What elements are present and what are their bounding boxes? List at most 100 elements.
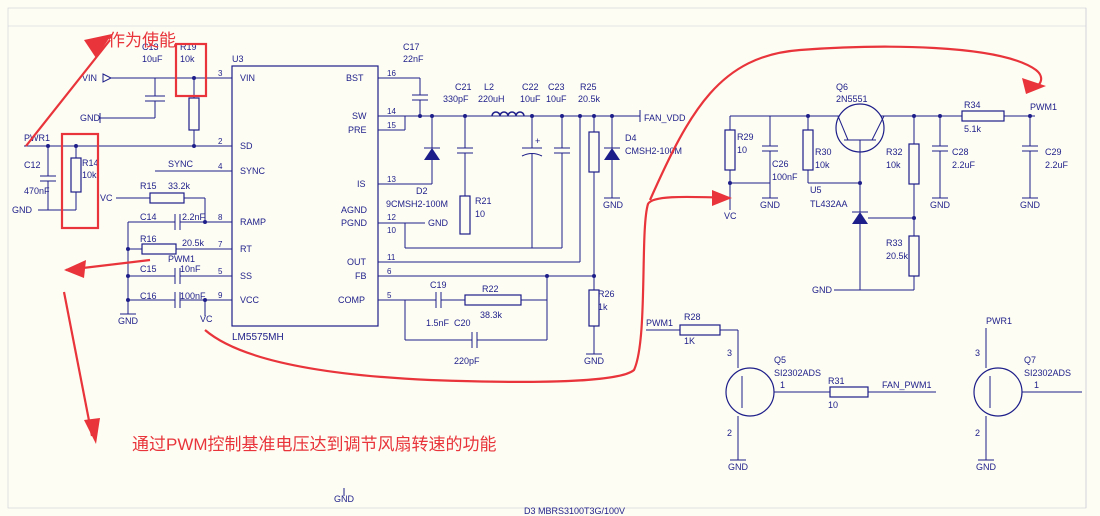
r16-val: 20.5k	[182, 238, 205, 248]
pin-num: 3	[975, 348, 980, 358]
r32-val: 10k	[886, 160, 901, 170]
pin-pre: PRE	[348, 125, 367, 135]
net-pwm1: PWM1	[168, 254, 195, 264]
net-pwr1: PWR1	[24, 133, 50, 143]
d3-partial-label: D3 MBRS3100T3G/100V	[524, 506, 625, 516]
ic-ref: U3	[232, 54, 244, 64]
pin-is: IS	[357, 179, 366, 189]
c29-val: 2.2uF	[1045, 160, 1069, 170]
power-stage: C17 22nF D2 9CMSH2-100M C21 330pF R21 10	[386, 42, 686, 366]
q6-val: 2N5551	[836, 94, 868, 104]
net-pwm1: PWM1	[646, 318, 673, 328]
r14-val: 10k	[82, 170, 97, 180]
pin-sw: SW	[352, 111, 367, 121]
pin-num: 1	[1034, 380, 1039, 390]
net-vc: VC	[200, 314, 213, 324]
q7-ref: Q7	[1024, 355, 1036, 365]
r29-val: 10	[737, 145, 747, 155]
l2-ref: L2	[484, 82, 494, 92]
r28-val: 1K	[684, 336, 695, 346]
pin-vcc: VCC	[240, 295, 260, 305]
pin-num: 12	[387, 213, 396, 222]
pin-num: 15	[387, 121, 396, 130]
c13-ref: C13	[142, 42, 159, 52]
c21-ref: C21	[455, 82, 472, 92]
r26-val: 1k	[598, 302, 608, 312]
r25-ref: R25	[580, 82, 597, 92]
c19-val: 1.5nF	[426, 318, 450, 328]
sheet-grid	[7, 7, 1087, 509]
pin-rt: RT	[240, 244, 252, 254]
r15-val: 33.2k	[168, 181, 191, 191]
r33-ref: R33	[886, 238, 903, 248]
mosfet-q7: PWR1 3 1 Q7 SI2302ADS 2 GND	[973, 316, 1082, 472]
pin-sd: SD	[240, 141, 253, 151]
pin-num: 5	[387, 291, 392, 300]
net-pwm1: PWM1	[1030, 102, 1057, 112]
down-arrow	[62, 291, 94, 437]
r30-val: 10k	[815, 160, 830, 170]
pin-ss: SS	[240, 271, 252, 281]
net-gnd: GND	[80, 113, 101, 123]
pin-num: 10	[387, 226, 396, 235]
r28-ref: R28	[684, 312, 701, 322]
c17-val: 22nF	[403, 54, 424, 64]
pin-sync: SYNC	[240, 166, 266, 176]
red-annotations: 作为使能 通过PWM控制基准电压达到调节风扇转速的功能	[25, 30, 1046, 454]
c21-val: 330pF	[443, 94, 469, 104]
r31-ref: R31	[828, 376, 845, 386]
r19-ref: R19	[180, 42, 197, 52]
r21-ref: R21	[475, 196, 492, 206]
q5-ref: Q5	[774, 355, 786, 365]
net-sync: SYNC	[168, 159, 194, 169]
r19-val: 10k	[180, 54, 195, 64]
pin-num: 3	[727, 348, 732, 358]
c28-val: 2.2uF	[952, 160, 976, 170]
pin-num: 16	[387, 69, 396, 78]
pwm1-loop-curve	[648, 45, 1043, 201]
c15-ref: C15	[140, 264, 157, 274]
input-network: VIN C13 10uF GND R19 10k PWR1 C12 470nF	[12, 42, 213, 326]
ic-u3[interactable]: U3 LM5575MH VIN SD SYNC RAMP RT SS VCC 3…	[205, 54, 405, 343]
pin-out: OUT	[347, 257, 367, 267]
ic-part: LM5575MH	[232, 332, 284, 343]
net-gnd: GND	[760, 200, 781, 210]
c16-ref: C16	[140, 291, 157, 301]
c22-val: 10uF	[520, 94, 541, 104]
pin-ramp: RAMP	[240, 217, 266, 227]
c26-ref: C26	[772, 159, 789, 169]
c14-val: 2.2nF	[182, 212, 206, 222]
q5-val: SI2302ADS	[774, 368, 821, 378]
r34-val: 5.1k	[964, 124, 982, 134]
c29-ref: C29	[1045, 147, 1062, 157]
q7-val: SI2302ADS	[1024, 368, 1071, 378]
pin-bst: BST	[346, 73, 364, 83]
c20-val: 220pF	[454, 356, 480, 366]
net-gnd: GND	[1020, 200, 1041, 210]
r34-ref: R34	[964, 100, 981, 110]
net-gnd: GND	[12, 205, 33, 215]
r21-val: 10	[475, 209, 485, 219]
pin-num: 4	[218, 162, 223, 171]
pin-num: 1	[780, 380, 785, 390]
net-gnd: GND	[118, 316, 139, 326]
r29-ref: R29	[737, 132, 754, 142]
reference-network: R29 10 VC C26 100nF GND R30 10k Q6 2N555…	[724, 82, 1069, 295]
c14-ref: C14	[140, 212, 157, 222]
vc-loop-curve	[204, 195, 731, 383]
c19-ref: C19	[430, 280, 447, 290]
r26-ref: R26	[598, 289, 615, 299]
l2-val: 220uH	[478, 94, 505, 104]
net-gnd: GND	[812, 285, 833, 295]
c26-val: 100nF	[772, 172, 798, 182]
pin-vin: VIN	[240, 73, 255, 83]
net-pwr1: PWR1	[986, 316, 1012, 326]
r33-val: 20.5k	[886, 251, 909, 261]
r14-ref: R14	[82, 158, 99, 168]
r30-ref: R30	[815, 147, 832, 157]
pin-num: 8	[218, 213, 223, 222]
net-gnd: GND	[584, 356, 605, 366]
net-gnd: GND	[930, 200, 951, 210]
net-gnd: GND	[428, 218, 449, 228]
pin-num: 13	[387, 175, 396, 184]
